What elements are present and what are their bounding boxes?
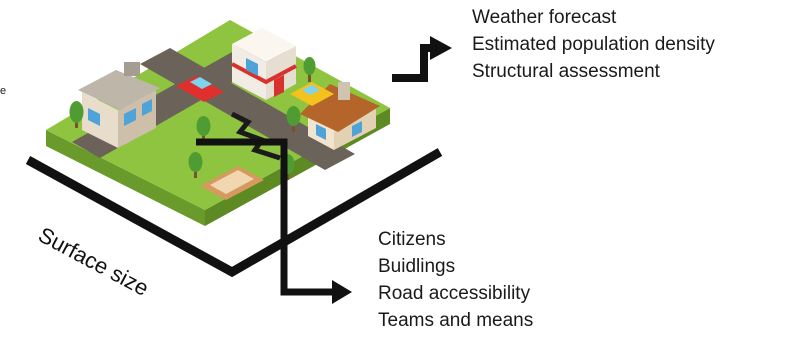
bottom-info-list: Citizens Buidlings Road accessibility Te… — [378, 226, 533, 334]
tree-3 — [188, 152, 203, 178]
bottom-arrow-line — [196, 138, 334, 296]
center-house-red-trim — [231, 62, 297, 85]
edge-text-fragment: e — [0, 85, 7, 97]
list-item: Structural assessment — [472, 61, 660, 82]
ground-side-left — [46, 130, 205, 226]
list-item: Weather forecast — [472, 7, 617, 28]
red-car-cabin — [190, 77, 212, 89]
tree-5 — [286, 106, 301, 132]
left-house-window-1 — [88, 108, 100, 126]
red-car — [176, 76, 224, 102]
tree-1 — [69, 101, 84, 128]
left-house-window-2 — [124, 108, 136, 126]
center-house-window — [246, 58, 258, 76]
top-arrow-head — [430, 36, 452, 60]
right-house-side-window — [352, 121, 362, 137]
road-crack — [230, 111, 281, 161]
center-house-top — [232, 28, 296, 62]
yellow-car-cabin — [302, 85, 320, 95]
left-house-window-3 — [142, 99, 152, 116]
list-item: Teams and means — [378, 310, 534, 331]
list-item: Estimated population density — [472, 34, 715, 55]
bottom-arrow-head — [332, 280, 352, 304]
surface-size-bracket — [25, 148, 443, 278]
left-house-chimney — [124, 62, 140, 76]
tree-2 — [196, 116, 211, 142]
right-house-window — [316, 124, 326, 140]
tree-6 — [303, 57, 316, 82]
top-info-list: Weather forecast Estimated population de… — [472, 4, 715, 85]
list-item: Citizens — [378, 229, 446, 250]
sandbox-inner — [210, 170, 254, 194]
center-house-door — [274, 75, 284, 97]
right-house-chimney — [338, 82, 350, 100]
top-arrow-line — [392, 44, 434, 82]
list-item: Buidlings — [378, 256, 456, 277]
list-item: Road accessibility — [378, 283, 531, 304]
left-house-roof — [78, 70, 160, 110]
